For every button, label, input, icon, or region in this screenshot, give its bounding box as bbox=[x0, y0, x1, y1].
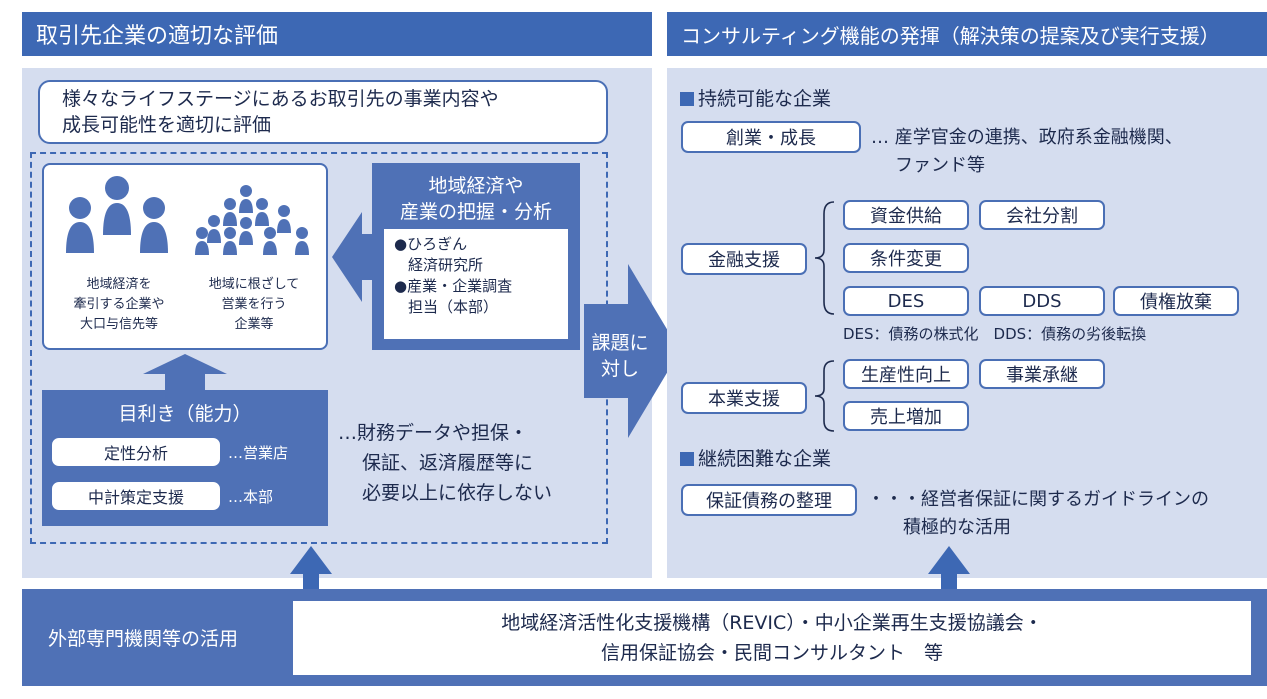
up-arrow-right-icon bbox=[928, 546, 970, 602]
up-arrow-icon bbox=[143, 354, 227, 390]
group-a-caption: 地域経済を 牽引する企業や 大口与信先等 bbox=[54, 275, 184, 335]
up-arrow-left-icon bbox=[290, 546, 332, 602]
group-a-line-3: 大口与信先等 bbox=[79, 317, 158, 332]
left-header: 取引先企業の適切な評価 bbox=[22, 12, 652, 56]
evaluation-box: 様々なライフステージにあるお取引先の事業内容や 成長可能性を適切に評価 bbox=[38, 80, 608, 144]
analysis-item-2b: 担当（本部） bbox=[408, 298, 499, 316]
group-b-line-3: 企業等 bbox=[234, 317, 274, 332]
business-item-succession: 事業承継 bbox=[979, 359, 1105, 389]
evaluation-line-2: 成長可能性を適切に評価 bbox=[62, 114, 272, 136]
arrow-label-line-1: 課題に bbox=[591, 332, 649, 354]
finance-item-capital: 資金供給 bbox=[843, 200, 969, 230]
analysis-item-1a: ●ひろぎん bbox=[394, 235, 468, 253]
business-pill: 本業支援 bbox=[681, 382, 807, 414]
guarantee-note: ・・・経営者保証に関するガイドラインの 積極的な活用 bbox=[867, 486, 1209, 542]
startup-note-line-1: … 産学官金の連携、政府系金融機関、 bbox=[871, 127, 1183, 148]
reliance-note: …財務データや担保・ 保証、返済履歴等に 必要以上に依存しない bbox=[338, 418, 600, 508]
square-bullet-icon bbox=[680, 452, 694, 466]
startup-note: … 産学官金の連携、政府系金融機関、 ファンド等 bbox=[871, 124, 1183, 180]
finance-brace-icon bbox=[814, 201, 835, 315]
difficult-heading: 継続困難な企業 bbox=[680, 446, 831, 472]
external-label: 外部専門機関等の活用 bbox=[48, 628, 239, 650]
startup-note-line-2: ファンド等 bbox=[895, 155, 985, 176]
reliance-line-1: …財務データや担保・ bbox=[338, 422, 529, 444]
external-orgs-line-1: 地域経済活性化支援機構（REVIC）・中小企業再生支援協議会・ bbox=[501, 612, 1043, 634]
reliance-line-2: 保証、返済履歴等に bbox=[362, 452, 534, 474]
arrow-label-line-2: 対し bbox=[600, 358, 639, 380]
finance-item-split: 会社分割 bbox=[979, 200, 1105, 230]
qualitative-analysis-pill: 定性分析 bbox=[52, 438, 220, 466]
startup-pill: 創業・成長 bbox=[681, 121, 861, 153]
external-orgs-line-2: 信用保証協会・民間コンサルタント 等 bbox=[600, 642, 943, 664]
group-a-line-1: 地域経済を bbox=[86, 277, 152, 292]
analysis-title-1: 地域経済や bbox=[428, 175, 524, 197]
external-orgs-box: 地域経済活性化支援機構（REVIC）・中小企業再生支援協議会・ 信用保証協会・民… bbox=[293, 601, 1251, 675]
group-a-line-2: 牽引する企業や bbox=[73, 297, 165, 312]
difficult-heading-text: 継続困難な企業 bbox=[698, 448, 832, 470]
qualitative-analysis-note: …営業店 bbox=[228, 444, 289, 462]
analysis-item-2a: ●産業・企業調査 bbox=[394, 277, 513, 295]
finance-item-terms: 条件変更 bbox=[843, 243, 969, 273]
business-item-sales: 売上増加 bbox=[843, 401, 969, 431]
guarantee-pill: 保証債務の整理 bbox=[681, 484, 857, 516]
business-brace-icon bbox=[814, 360, 835, 432]
business-item-productivity: 生産性向上 bbox=[843, 359, 969, 389]
left-arrow-icon bbox=[332, 212, 374, 302]
companies-box: 地域経済を 牽引する企業や 大口与信先等 地域に根ざして 営業を行う 企業等 bbox=[42, 163, 328, 350]
guarantee-note-line-1: ・・・経営者保証に関するガイドラインの bbox=[867, 489, 1209, 510]
analysis-inner-box: ●ひろぎん 経済研究所 ●産業・企業調査 担当（本部） bbox=[384, 229, 568, 339]
midterm-plan-note: …本部 bbox=[228, 488, 274, 506]
analysis-box: 地域経済や 産業の把握・分析 ●ひろぎん 経済研究所 ●産業・企業調査 担当（本… bbox=[372, 163, 580, 350]
group-b-caption: 地域に根ざして 営業を行う 企業等 bbox=[192, 275, 316, 335]
square-bullet-icon bbox=[680, 92, 694, 106]
analysis-title-2: 産業の把握・分析 bbox=[399, 201, 552, 223]
guarantee-note-line-2: 積極的な活用 bbox=[903, 517, 1011, 538]
people-group-small-icon bbox=[195, 185, 309, 255]
finance-note: DES：債務の株式化 DDS：債務の劣後転換 bbox=[843, 325, 1147, 343]
group-b-line-2: 営業を行う bbox=[221, 297, 287, 312]
people-group-large-icon bbox=[66, 176, 168, 253]
analysis-item-1b: 経済研究所 bbox=[408, 256, 484, 274]
mekiki-box: 目利き（能力） 定性分析 …営業店 中計策定支援 …本部 bbox=[42, 390, 328, 526]
group-b-line-1: 地域に根ざして bbox=[208, 277, 300, 292]
finance-pill: 金融支援 bbox=[681, 243, 807, 275]
finance-item-des: DES bbox=[843, 286, 969, 316]
right-header: コンサルティング機能の発揮（解決策の提案及び実行支援） bbox=[667, 12, 1267, 56]
sustainable-heading-text: 持続可能な企業 bbox=[698, 88, 832, 110]
mekiki-title: 目利き（能力） bbox=[118, 403, 252, 425]
finance-item-dds: DDS bbox=[979, 286, 1105, 316]
evaluation-line-1: 様々なライフステージにあるお取引先の事業内容や bbox=[62, 88, 499, 110]
big-right-arrow-icon bbox=[584, 264, 680, 438]
midterm-plan-pill: 中計策定支援 bbox=[52, 482, 220, 510]
reliance-line-3: 必要以上に依存しない bbox=[362, 482, 553, 504]
sustainable-heading: 持続可能な企業 bbox=[680, 86, 831, 112]
finance-item-waiver: 債権放棄 bbox=[1113, 286, 1239, 316]
arrow-label: 課題に 対し bbox=[584, 330, 656, 382]
